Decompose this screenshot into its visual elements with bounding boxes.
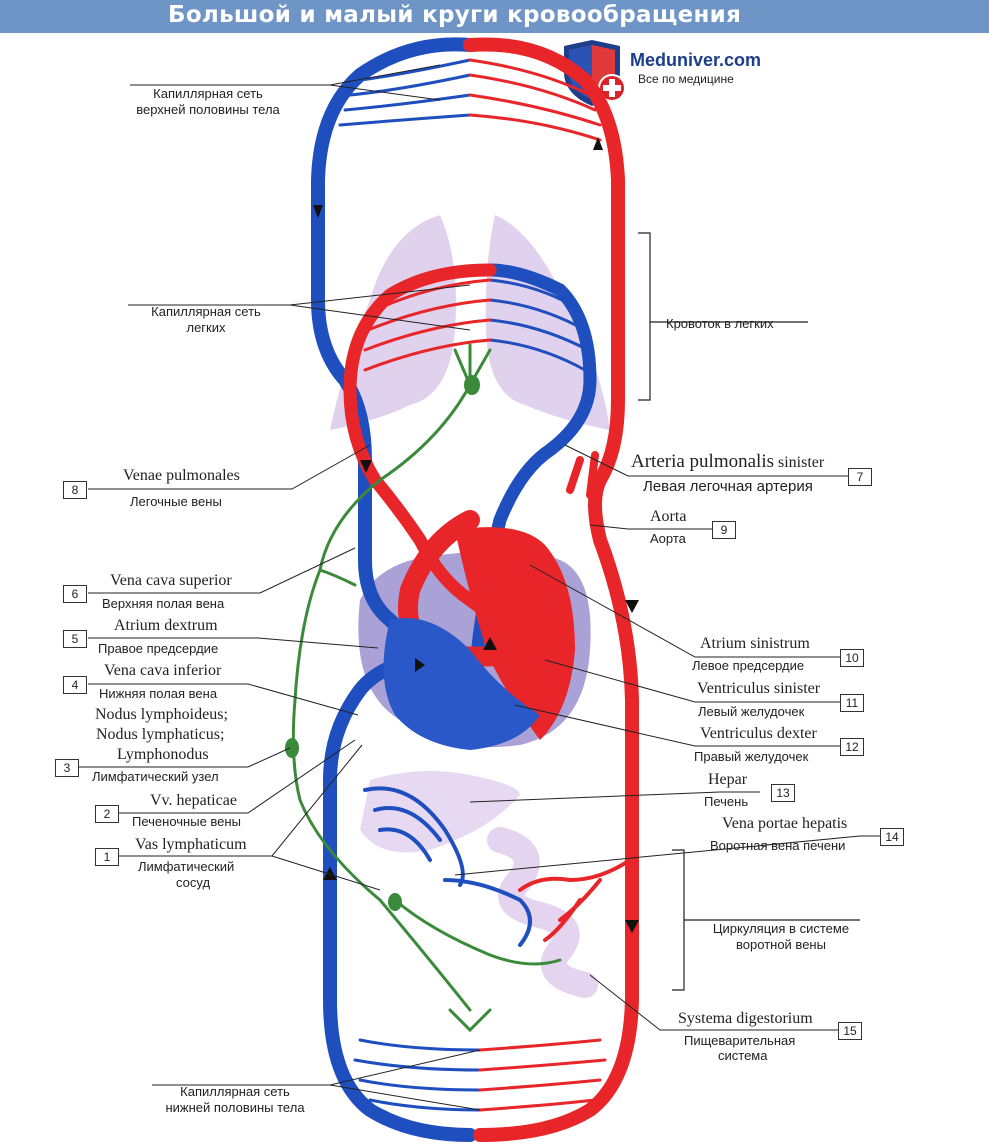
russian-label: Печень (704, 794, 749, 809)
russian-label: Правое предсердие (98, 641, 219, 656)
russian-label: система (718, 1048, 768, 1063)
latin-label: Vena cava inferior (104, 662, 222, 679)
russian-label: Пищеварительная (684, 1033, 796, 1048)
latin-label: Arteria pulmonalis sinister (631, 451, 824, 473)
portal-circ-label: Циркуляция в системе воротной вены (692, 921, 870, 953)
label-number: 7 (848, 468, 872, 486)
leader-lines (78, 64, 880, 1111)
russian-label: Лимфатический узел (92, 769, 219, 784)
cap-lower-line2: нижней половины тела (165, 1100, 305, 1115)
lymphatic-system (291, 343, 562, 1033)
russian-label: Левое предсердие (692, 658, 805, 673)
label-number: 6 (63, 585, 87, 603)
latin-label-suffix: sinister (778, 454, 825, 471)
label-number: 1 (95, 848, 119, 866)
label-number: 2 (95, 805, 119, 823)
latin-label: Systema digestorium (678, 1010, 813, 1027)
label-number: 12 (840, 738, 864, 756)
russian-label: Воротная вена печени (710, 838, 846, 853)
label-number: 9 (712, 521, 736, 539)
bracket-lines (638, 232, 860, 991)
shield-logo-icon (564, 40, 626, 106)
page-title: Большой и малый круги кровообращения (168, 2, 742, 28)
lung-flow-label: Кровоток в легких (666, 316, 774, 331)
latin-label: Nodus lymphaticus; (96, 726, 225, 743)
latin-label-main: Arteria pulmonalis (631, 451, 774, 472)
russian-label: Верхняя полая вена (102, 596, 225, 611)
portal-circ-line1: Циркуляция в системе (712, 921, 850, 936)
label-number: 5 (63, 630, 87, 648)
russian-label: Лимфатический (138, 859, 235, 874)
cap-upper-label: Капиллярная сеть верхней половины тела (118, 86, 298, 118)
logo-brand: Meduniver.com (630, 50, 762, 70)
latin-label: Vena cava superior (110, 572, 232, 589)
cap-lungs-line1: Капиллярная сеть (151, 304, 261, 319)
cap-lungs-label: Капиллярная сеть легких (116, 304, 296, 336)
latin-label: Ventriculus sinister (697, 680, 821, 697)
label-number: 15 (838, 1022, 862, 1040)
logo-tagline: Все по медицине (638, 72, 734, 86)
latin-label: Vena portae hepatis (722, 815, 848, 832)
latin-label: Vas lymphaticum (135, 836, 247, 853)
heart-chambers (383, 527, 575, 750)
russian-label: Нижняя полая вена (99, 686, 218, 701)
cap-upper-line2: верхней половины тела (136, 102, 280, 117)
latin-label: Venae pulmonales (123, 467, 240, 484)
flow-arrows (313, 137, 639, 933)
latin-label: Aorta (650, 508, 687, 525)
label-number: 4 (63, 676, 87, 694)
label-number: 3 (55, 759, 79, 777)
portal-circ-line2: воротной вены (736, 937, 826, 952)
cap-lower-label: Капиллярная сеть нижней половины тела (145, 1084, 325, 1116)
label-number: 14 (880, 828, 904, 846)
latin-label: Atrium dextrum (114, 617, 218, 634)
cap-lower-line1: Капиллярная сеть (180, 1084, 290, 1099)
latin-label: Nodus lymphoideus; (95, 706, 228, 723)
latin-label: Lymphonodus (117, 746, 209, 763)
venous-system (311, 37, 597, 1142)
label-number: 10 (840, 649, 864, 667)
latin-label: Hepar (708, 771, 748, 788)
cap-lungs-line2: легких (186, 320, 226, 335)
latin-label: Vv. hepaticae (150, 792, 237, 809)
russian-label: Правый желудочек (694, 749, 809, 764)
latin-label: Ventriculus dexter (700, 725, 817, 742)
russian-label: Левый желудочек (698, 704, 805, 719)
label-number: 13 (771, 784, 795, 802)
intestine-shape (487, 827, 598, 998)
cap-upper-line1: Капиллярная сеть (153, 86, 263, 101)
lymph-nodes (285, 375, 480, 911)
label-number: 11 (840, 694, 864, 712)
russian-label: Аорта (650, 531, 686, 546)
russian-label: Левая легочная артерия (643, 478, 813, 495)
russian-label: Легочные вены (130, 494, 222, 509)
site-logo[interactable]: Meduniver.com Все по медицине (560, 40, 780, 110)
russian-label: сосуд (176, 875, 211, 890)
label-number: 8 (63, 481, 87, 499)
title-bar: Большой и малый круги кровообращения (0, 0, 989, 33)
latin-label: Atrium sinistrum (700, 635, 810, 652)
russian-label: Печеночные вены (132, 814, 241, 829)
